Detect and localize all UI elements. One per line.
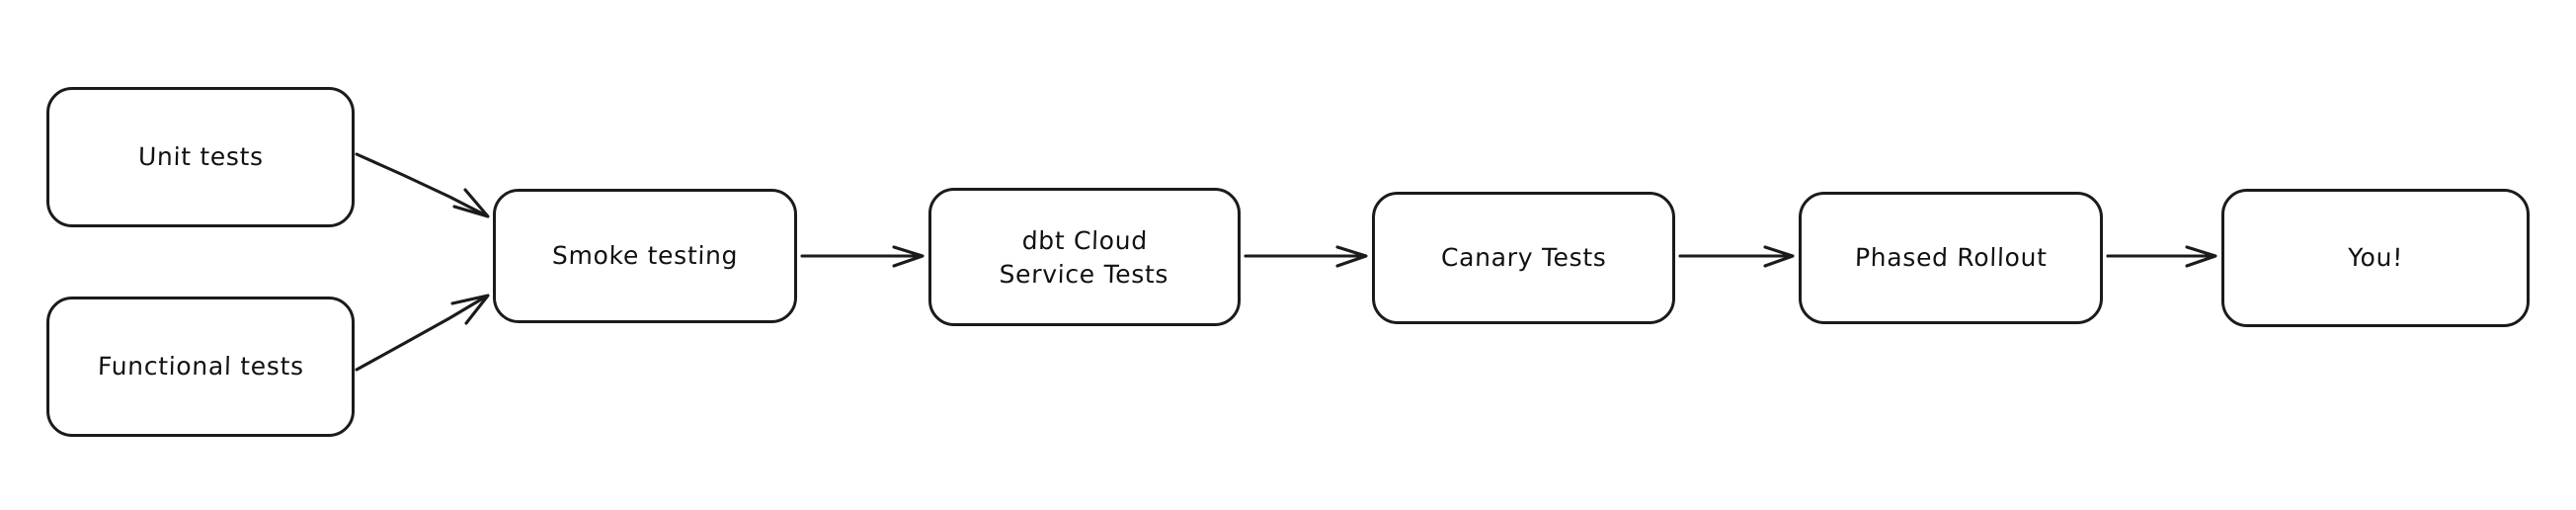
node-dbt-cloud-service-tests[interactable]: dbt Cloud Service Tests <box>928 188 1241 326</box>
node-unit-tests[interactable]: Unit tests <box>46 87 355 227</box>
node-canary-tests[interactable]: Canary Tests <box>1372 192 1675 324</box>
node-label-unit-tests: Unit tests <box>137 142 264 172</box>
node-label-smoke-testing: Smoke testing <box>551 241 739 271</box>
node-functional-tests[interactable]: Functional tests <box>46 297 355 437</box>
node-label-functional-tests: Functional tests <box>97 352 304 382</box>
edge-phased-rollout-to-you <box>2106 245 2217 268</box>
node-label-dbt-cloud-service-tests: dbt Cloud Service Tests <box>999 225 1169 289</box>
edge-canary-tests-to-phased-rollout <box>1678 245 1795 268</box>
edge-unit-tests-to-smoke-testing <box>355 152 490 218</box>
edge-smoke-testing-to-dbt-cloud <box>800 245 925 268</box>
node-label-you: You! <box>2347 243 2404 273</box>
node-phased-rollout[interactable]: Phased Rollout <box>1799 192 2103 324</box>
node-label-canary-tests: Canary Tests <box>1440 243 1607 273</box>
edge-dbt-cloud-to-canary-tests <box>1244 245 1368 268</box>
edge-functional-tests-to-smoke-testing <box>355 294 490 372</box>
node-label-phased-rollout: Phased Rollout <box>1854 243 2048 273</box>
node-you[interactable]: You! <box>2221 189 2530 327</box>
node-smoke-testing[interactable]: Smoke testing <box>493 189 797 323</box>
